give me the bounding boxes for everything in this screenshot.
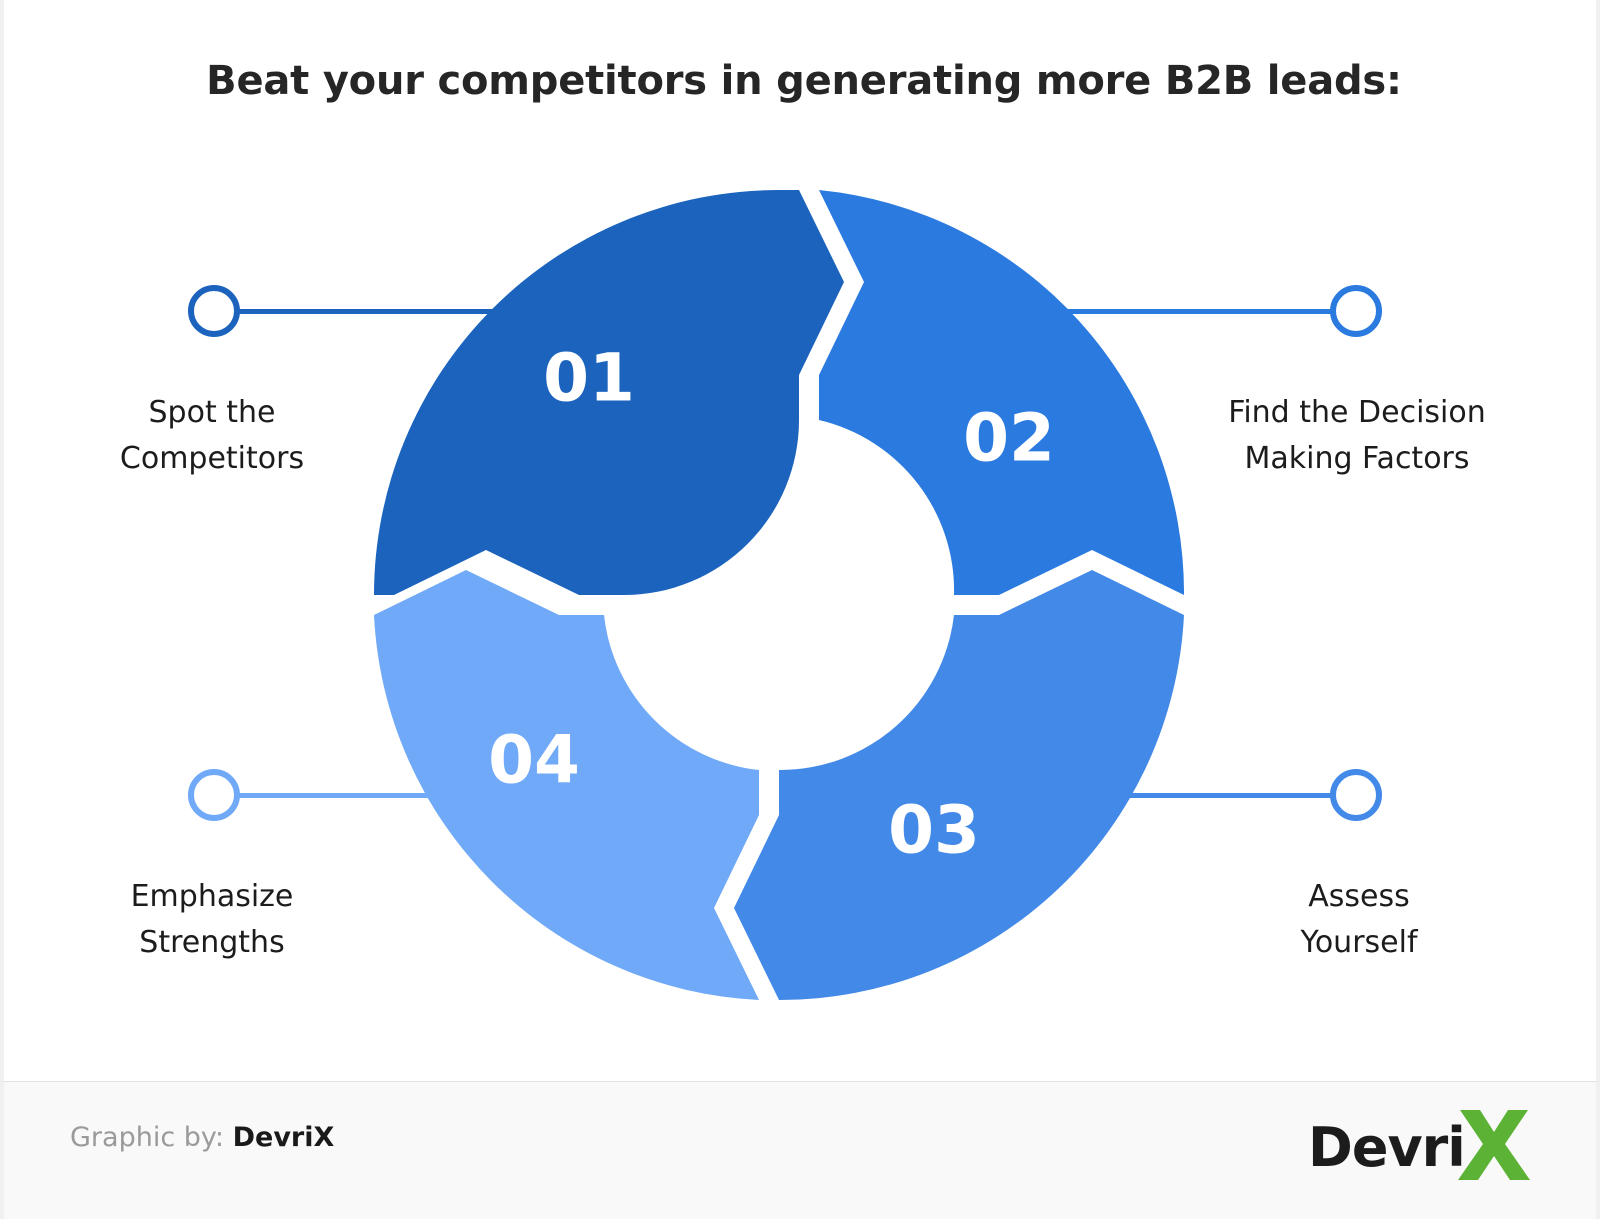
donut-cycle-chart: 01 02 03 04 [374, 190, 1184, 1000]
donut-segment-04[interactable] [374, 570, 759, 1000]
credit-text: Graphic by: DevriX [70, 1122, 334, 1153]
credit-prefix: Graphic by: [70, 1122, 224, 1153]
donut-segment-02[interactable] [819, 190, 1184, 595]
callout-label-03: Assess Yourself [1300, 879, 1418, 960]
devrix-logo[interactable]: Devri [1308, 1108, 1538, 1182]
connector-line-01 [236, 309, 576, 314]
callout-label-02: Find the Decision Making Factors [1228, 395, 1486, 476]
donut-segment-01[interactable] [374, 190, 844, 595]
connector-line-03 [1089, 793, 1335, 798]
marker-circle-04[interactable] [188, 769, 240, 821]
page-title: Beat your competitors in generating more… [206, 58, 1402, 104]
footer-divider [4, 1081, 1596, 1082]
callout-label-04: Emphasize Strengths [130, 879, 294, 960]
callout-label-01: Spot the Competitors [119, 395, 305, 476]
footer-bar [4, 1082, 1596, 1219]
connector-line-04 [236, 793, 436, 798]
marker-circle-03[interactable] [1330, 769, 1382, 821]
logo-wordmark: Devri [1308, 1116, 1466, 1179]
marker-circle-02[interactable] [1330, 285, 1382, 337]
donut-number-03: 03 [888, 792, 980, 869]
donut-segment-03[interactable] [734, 570, 1184, 1000]
marker-circle-01[interactable] [188, 285, 240, 337]
logo-x-icon [1458, 1110, 1530, 1180]
connector-line-02 [1024, 309, 1334, 314]
donut-number-02: 02 [963, 400, 1055, 477]
donut-number-04: 04 [488, 722, 580, 799]
credit-brand: DevriX [232, 1122, 335, 1153]
donut-number-01: 01 [543, 340, 635, 417]
